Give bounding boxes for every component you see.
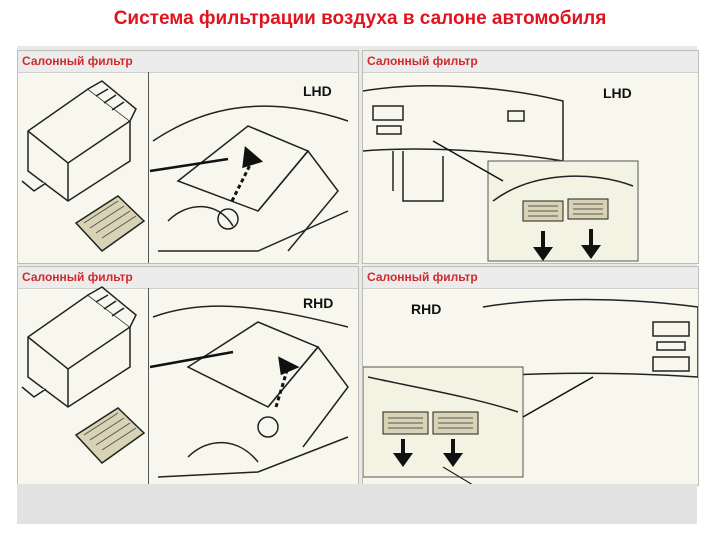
panel-label: Салонный фильтр (367, 54, 478, 68)
panel-bottom-right: Салонный фильтр (362, 266, 699, 486)
drive-side-tag: RHD (411, 301, 442, 317)
drive-side-tag: LHD (303, 83, 332, 99)
panel-header: Салонный фильтр (363, 267, 698, 289)
panel-divider (148, 72, 149, 263)
panel-header: Салонный фильтр (18, 267, 358, 289)
panel-label: Салонный фильтр (22, 54, 133, 68)
panel-divider (148, 288, 149, 485)
drive-side-tag: LHD (603, 85, 632, 101)
cabin-filter-illustration (21, 286, 349, 478)
bottom-strip (17, 484, 697, 524)
panel-top-left: Салонный фильтр (17, 50, 359, 264)
slide-title: Система фильтрации воздуха в салоне авто… (113, 8, 607, 29)
panel-label: Салонный фильтр (367, 270, 478, 284)
drive-side-tag: RHD (303, 295, 334, 311)
cabin-filter-illustration (21, 80, 349, 252)
illustration-frame: Салонный фильтр (17, 46, 699, 524)
panel-label: Салонный фильтр (22, 270, 133, 284)
dashboard-illustration (363, 85, 639, 262)
panel-header: Салонный фильтр (363, 51, 698, 73)
panel-top-right: Салонный фильтр (362, 50, 699, 264)
panel-header: Салонный фильтр (18, 51, 358, 73)
panel-bottom-left: Салонный фильтр (17, 266, 359, 486)
dashboard-illustration (363, 298, 698, 485)
